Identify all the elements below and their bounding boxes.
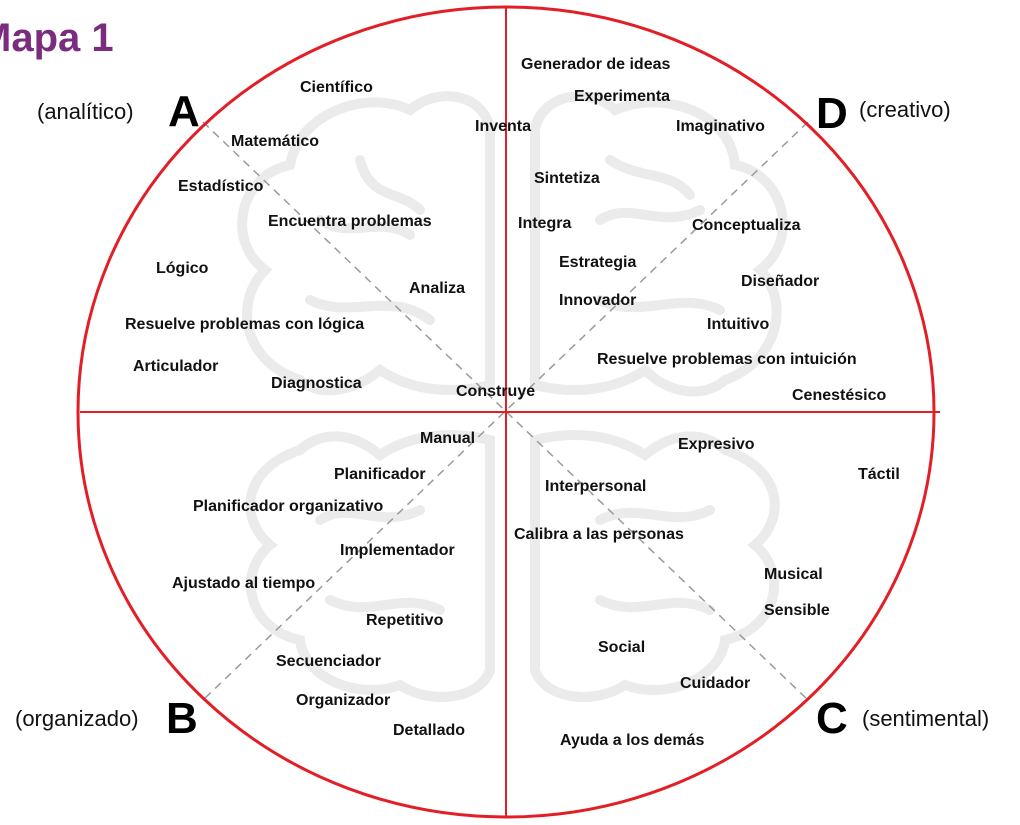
page-title: Mapa 1 <box>0 16 114 60</box>
term-a-resuelve-logica: Resuelve problemas con lógica <box>125 316 365 333</box>
quadrant-c-descriptor: (sentimental) <box>862 706 990 731</box>
quadrant-b-descriptor: (organizado) <box>15 706 139 731</box>
term-b-planificador-organizativo: Planificador organizativo <box>193 498 384 515</box>
term-c-ayuda-demas: Ayuda a los demás <box>560 732 705 749</box>
quadrant-b-letter: B <box>166 694 198 743</box>
term-a-construye: Construye <box>456 383 536 400</box>
term-d-innovador: Innovador <box>559 292 637 309</box>
term-a-matematico: Matemático <box>231 133 320 150</box>
term-d-imaginativo: Imaginativo <box>676 118 765 135</box>
term-d-intuitivo: Intuitivo <box>707 316 770 333</box>
term-a-estadistico: Estadístico <box>178 178 264 195</box>
term-b-planificador: Planificador <box>334 466 426 483</box>
term-d-experimenta: Experimenta <box>574 88 671 105</box>
outer-circle <box>76 5 936 819</box>
term-b-ajustado-tiempo: Ajustado al tiempo <box>172 575 316 592</box>
term-b-manual: Manual <box>420 430 476 447</box>
brain-watermark <box>237 91 788 702</box>
term-c-calibra-personas: Calibra a las personas <box>514 526 684 543</box>
term-c-cuidador: Cuidador <box>680 675 751 692</box>
term-b-repetitivo: Repetitivo <box>366 612 444 629</box>
term-d-generador-ideas: Generador de ideas <box>521 56 671 73</box>
term-a-logico: Lógico <box>156 260 209 277</box>
term-c-sensible: Sensible <box>764 602 830 619</box>
term-b-secuenciador: Secuenciador <box>276 653 381 670</box>
term-d-disenador: Diseñador <box>741 273 820 290</box>
term-a-encuentra-problemas: Encuentra problemas <box>268 213 432 230</box>
term-c-interpersonal: Interpersonal <box>545 478 647 495</box>
term-d-cenestesico: Cenestésico <box>792 387 887 404</box>
term-d-integra: Integra <box>518 215 572 232</box>
quadrant-a-letter: A <box>168 87 200 136</box>
term-b-organizador: Organizador <box>296 692 391 709</box>
term-d-resuelve-intuicion: Resuelve problemas con intuición <box>597 351 857 368</box>
term-a-cientifico: Científico <box>300 79 373 96</box>
quadrant-a-descriptor: (analítico) <box>37 99 134 124</box>
term-a-diagnostica: Diagnostica <box>271 375 362 392</box>
term-c-musical: Musical <box>764 566 823 583</box>
quadrant-d-descriptor: (creativo) <box>859 97 951 122</box>
term-a-articulador: Articulador <box>133 358 219 375</box>
term-d-conceptualiza: Conceptualiza <box>692 217 801 234</box>
term-a-inventa: Inventa <box>475 118 532 135</box>
axes <box>80 8 940 818</box>
term-a-analiza: Analiza <box>409 280 466 297</box>
quadrant-c-letter: C <box>816 694 848 743</box>
quadrant-d-letter: D <box>816 89 848 138</box>
term-c-tactil: Táctil <box>858 466 900 483</box>
term-b-detallado: Detallado <box>393 722 466 739</box>
term-c-expresivo: Expresivo <box>678 436 755 453</box>
term-c-social: Social <box>598 639 646 656</box>
term-d-estrategia: Estrategia <box>559 254 637 271</box>
term-b-implementador: Implementador <box>340 542 455 559</box>
term-d-sintetiza: Sintetiza <box>534 170 600 187</box>
